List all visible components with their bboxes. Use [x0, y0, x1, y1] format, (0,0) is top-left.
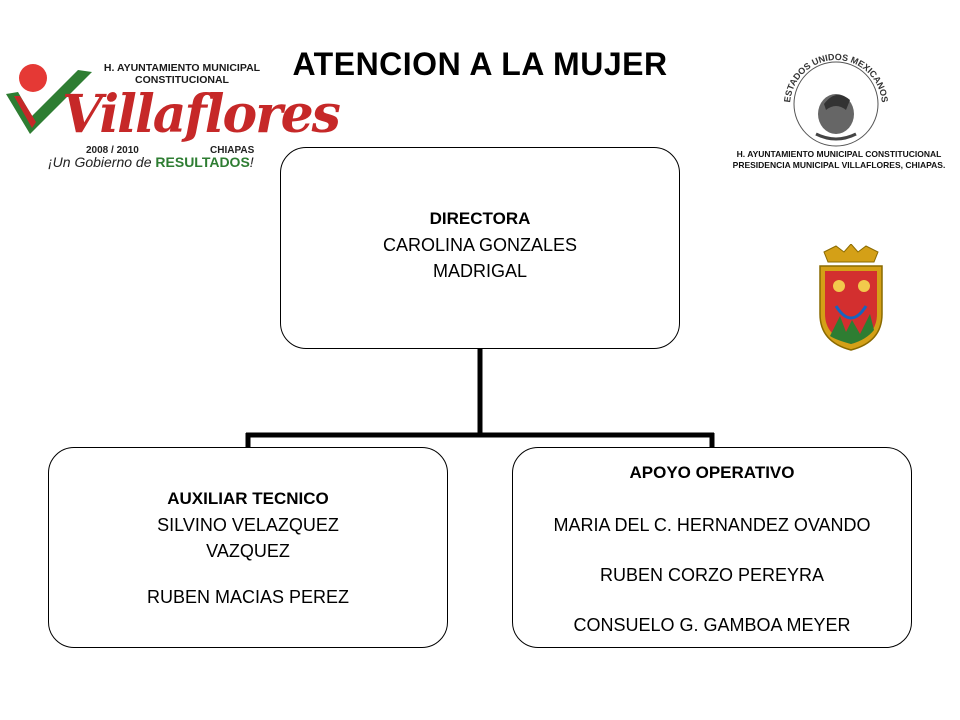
- apoyo-name1: MARIA DEL C. HERNANDEZ OVANDO: [553, 515, 871, 535]
- auxiliar-name2: RUBEN MACIAS PEREZ: [146, 587, 350, 607]
- auxiliar-role: AUXILIAR TECNICO: [167, 489, 329, 508]
- auxiliar-box: AUXILIAR TECNICO SILVINO VELAZQUEZ VAZQU…: [48, 447, 448, 648]
- seal-caption: H. AYUNTAMIENTO MUNICIPAL CONSTITUCIONAL…: [732, 149, 946, 170]
- municipality-header: H. AYUNTAMIENTO MUNICIPAL CONSTITUCIONAL: [103, 62, 261, 86]
- years-label: 2008 / 2010: [86, 145, 139, 156]
- state-label: CHIAPAS: [210, 145, 255, 156]
- director-box: DIRECTORA CAROLINA GONZALES MADRIGAL: [280, 147, 680, 349]
- checkmark-logo-icon: [6, 64, 92, 134]
- apoyo-role: APOYO OPERATIVO: [629, 463, 795, 482]
- auxiliar-name1-line2: VAZQUEZ: [206, 541, 290, 561]
- director-name-line1: CAROLINA GONZALES: [382, 235, 578, 255]
- brand-name: Villaflores: [62, 84, 341, 145]
- eagle-seal-icon: ESTADOS UNIDOS MEXICANOS: [782, 52, 890, 147]
- apoyo-name3: CONSUELO G. GAMBOA MEYER: [573, 615, 851, 635]
- villaflores-logo: H. AYUNTAMIENTO MUNICIPAL CONSTITUCIONAL…: [0, 50, 341, 175]
- slogan: ¡Un Gobierno de RESULTADOS!: [48, 154, 254, 170]
- apoyo-box: APOYO OPERATIVO MARIA DEL C. HERNANDEZ O…: [512, 447, 912, 648]
- national-seal: ESTADOS UNIDOS MEXICANOS: [776, 48, 896, 148]
- auxiliar-name1-line1: SILVINO VELAZQUEZ: [157, 515, 339, 535]
- director-role: DIRECTORA: [429, 209, 531, 228]
- director-name-line2: MADRIGAL: [432, 261, 528, 281]
- apoyo-name2: RUBEN CORZO PEREYRA: [599, 565, 825, 585]
- chiapas-shield-icon: [819, 244, 883, 351]
- page-title: ATENCION A LA MUJER: [292, 46, 668, 82]
